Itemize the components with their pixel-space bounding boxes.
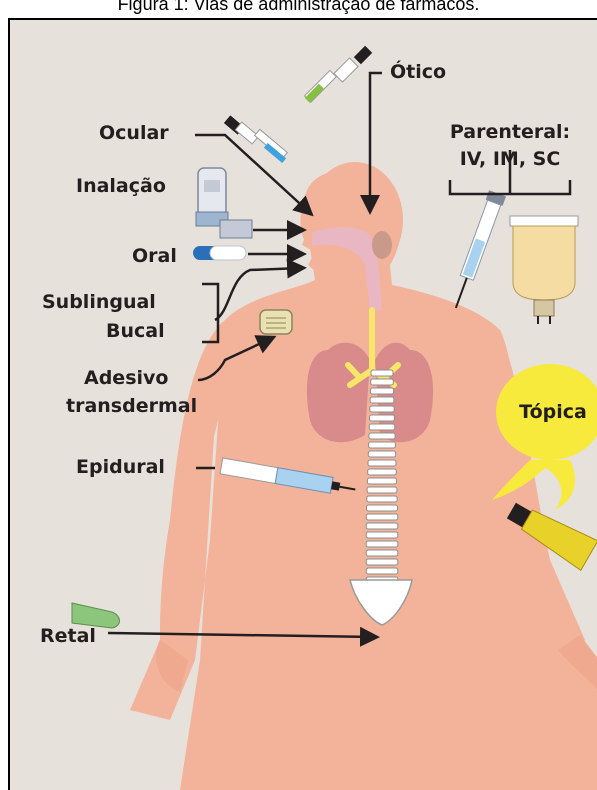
label-parenteral-title: Parenteral:: [450, 121, 570, 143]
vertebra: [366, 532, 398, 538]
vertebra: [366, 514, 398, 520]
ear-dropper-icon: [304, 46, 372, 103]
syringe-icon: [447, 190, 506, 311]
label-otico: Ótico: [390, 59, 446, 83]
vertebra: [366, 541, 398, 547]
label-parenteral-routes: IV, IM, SC: [460, 148, 561, 170]
vertebra: [371, 379, 394, 385]
label-topica: Tópica: [519, 401, 587, 423]
label-oral: Oral: [132, 245, 177, 267]
vertebra: [368, 460, 396, 466]
vertebra: [367, 487, 397, 493]
label-sublingual: Sublingual: [42, 291, 156, 313]
vertebra: [369, 433, 395, 439]
vertebra: [366, 568, 398, 574]
vertebra: [366, 550, 398, 556]
vertebra: [371, 370, 393, 376]
vertebra: [367, 496, 397, 502]
iv-bag-icon: [510, 216, 578, 324]
eye-dropper-icon: [224, 115, 287, 163]
label-adesivo: Adesivo: [84, 367, 168, 389]
label-retal: Retal: [40, 625, 96, 647]
vertebra: [366, 559, 398, 565]
topical-bubble: [492, 364, 597, 510]
vertebra: [370, 388, 393, 394]
vertebra: [369, 442, 396, 448]
left-lung: [307, 343, 370, 443]
vertebra: [367, 478, 396, 484]
inhaler-icon: [196, 168, 252, 238]
label-transdermal: transdermal: [66, 395, 197, 417]
vertebra: [370, 415, 395, 421]
diagram-canvas: Ótico Ocular Inalação Oral Sublingual Bu…: [10, 20, 597, 790]
figure-caption: Figura 1: Vias de administração de fárma…: [0, 0, 597, 15]
vertebra: [366, 523, 398, 529]
transdermal-patch-icon: [260, 310, 292, 334]
label-inalacao: Inalação: [76, 175, 166, 197]
vertebra: [369, 424, 395, 430]
vertebra: [368, 469, 397, 475]
label-epidural: Epidural: [76, 456, 165, 478]
vertebra: [370, 397, 394, 403]
vertebra: [370, 406, 394, 412]
label-ocular: Ocular: [99, 122, 169, 144]
label-bucal: Bucal: [106, 320, 165, 342]
capsule-icon: [193, 246, 246, 260]
drug-routes-diagram: Ótico Ocular Inalação Oral Sublingual Bu…: [8, 18, 597, 790]
vertebra: [368, 451, 395, 457]
vertebra: [367, 505, 398, 511]
